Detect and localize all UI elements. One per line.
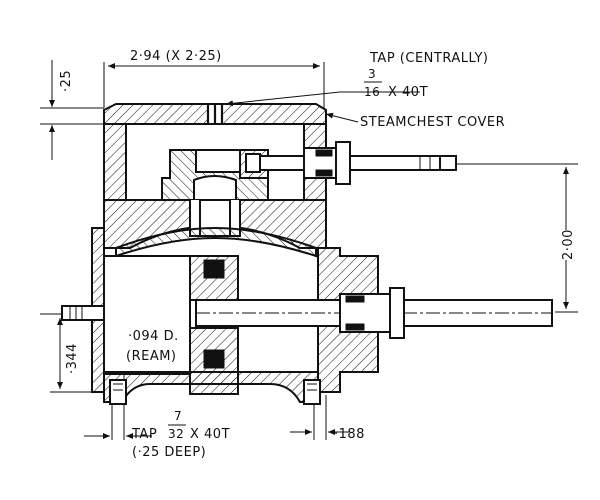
tap-fraction-numerator: 3 — [368, 67, 376, 81]
ream-label: (REAM) — [126, 349, 177, 364]
steamchest-cover — [103, 103, 327, 125]
left-dimension-label: ·344 — [65, 343, 80, 374]
dimension-lines — [40, 60, 578, 440]
slide-valve — [161, 149, 269, 201]
bottom-thread-label: X 40T — [190, 427, 230, 442]
crankshaft — [61, 287, 553, 339]
tap-fraction-denominator: 16 — [364, 85, 380, 99]
cylinder-block — [103, 199, 327, 258]
tapped-holes — [109, 379, 321, 405]
bottom-right-dimension-label: ·188 — [334, 427, 365, 442]
valve-spindle — [259, 141, 457, 185]
right-dimension-label: 2·00 — [561, 229, 576, 260]
left-top-dimension-label: ·25 — [59, 70, 74, 92]
tap-thread-label: X 40T — [388, 85, 428, 100]
bottom-depth-label: (·25 DEEP) — [132, 445, 206, 460]
tap-title-label: TAP (CENTRALLY) — [369, 51, 489, 66]
steamchest-cover-label: STEAMCHEST COVER — [360, 115, 505, 130]
bottom-fraction-denominator: 32 — [168, 427, 184, 441]
ream-diameter-label: ·094 D. — [128, 329, 179, 344]
bottom-fraction-numerator: 7 — [174, 409, 182, 423]
top-dimension-label: 2·94 (X 2·25) — [130, 49, 222, 64]
bottom-tap-prefix: TAP — [131, 427, 157, 442]
